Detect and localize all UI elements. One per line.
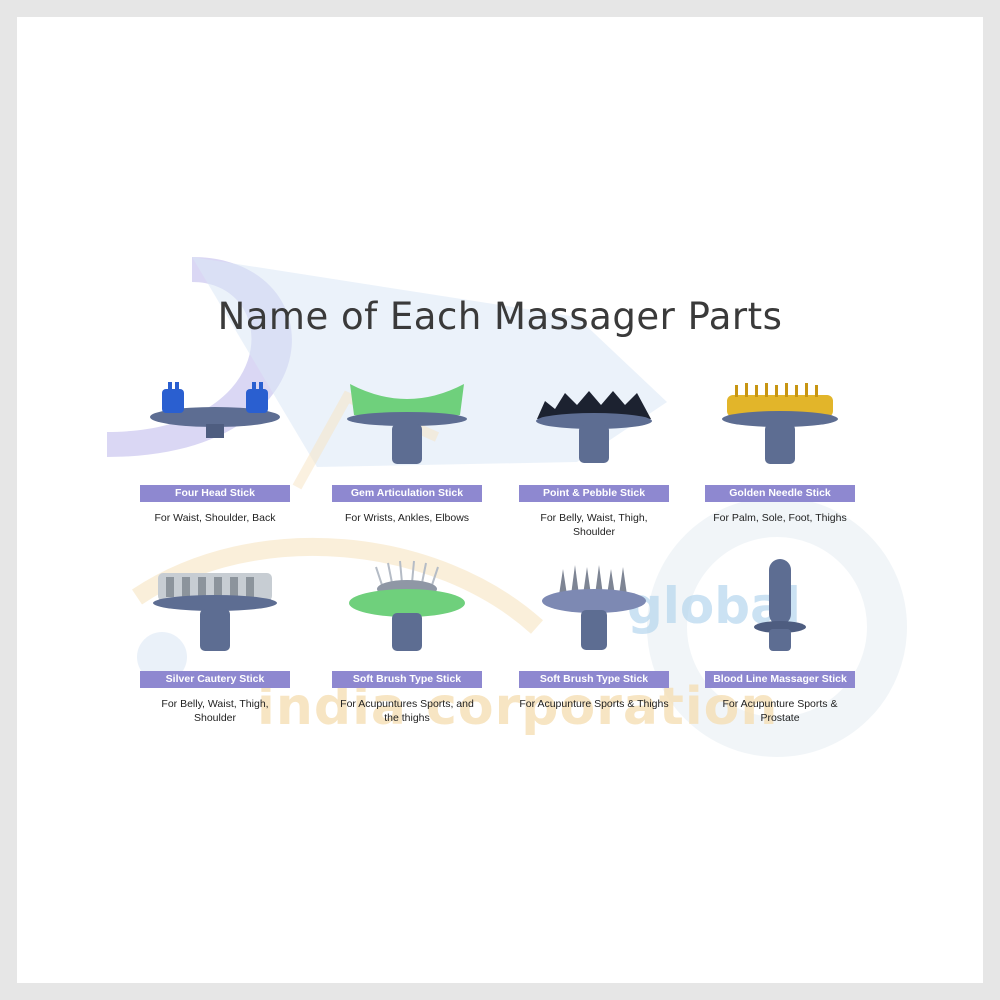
part-use-text: For Palm, Sole, Foot, Thighs — [713, 512, 847, 524]
part-name-label: Blood Line Massager Stick — [705, 671, 855, 688]
soft-brush-green-stick-icon — [349, 560, 465, 651]
product-infographic: global india corporation Name of Each Ma… — [17, 17, 983, 983]
point-pebble-stick-icon — [536, 391, 652, 463]
gem-articulation-stick-icon — [347, 384, 467, 464]
part-name-label: Gem Articulation Stick — [332, 485, 482, 502]
page-title: Name of Each Massager Parts — [217, 295, 783, 338]
part-use-text: For Acupunture Sports & Thighs — [519, 698, 669, 710]
part-name-label: Soft Brush Type Stick — [332, 671, 482, 688]
soft-brush-blue-stick-icon — [542, 565, 646, 650]
golden-needle-stick-icon — [722, 383, 838, 464]
four-head-stick-icon — [150, 382, 280, 438]
blood-line-stick-icon — [754, 559, 806, 651]
silver-cautery-stick-icon — [153, 573, 277, 651]
part-name-label: Four Head Stick — [140, 485, 290, 502]
part-use-text: For Belly, Waist, Thigh, Shoulder — [540, 512, 648, 538]
part-use-text: For Acupuntures Sports, and the thighs — [340, 698, 474, 724]
part-use-text: For Waist, Shoulder, Back — [154, 512, 276, 524]
part-name-label: Golden Needle Stick — [705, 485, 855, 502]
part-name-label: Point & Pebble Stick — [519, 485, 669, 502]
part-use-text: For Belly, Waist, Thigh, Shoulder — [161, 698, 269, 724]
part-name-label: Soft Brush Type Stick — [519, 671, 669, 688]
part-name-label: Silver Cautery Stick — [140, 671, 290, 688]
part-use-text: For Wrists, Ankles, Elbows — [344, 512, 470, 524]
part-use-text: For Acupunture Sports & Prostate — [722, 698, 838, 724]
